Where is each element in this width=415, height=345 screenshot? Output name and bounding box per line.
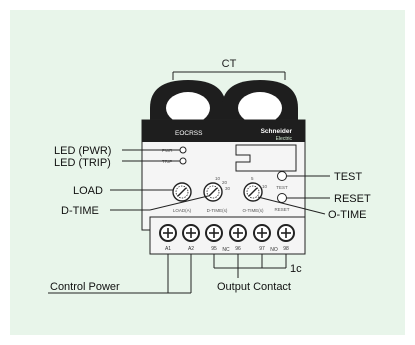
left-callout-lines <box>110 149 209 211</box>
display-window <box>235 144 297 172</box>
otime-dial-label: O-TIME(s) <box>243 208 264 213</box>
output-contact-label: Output Contact <box>217 281 291 293</box>
terminal-label-98: 98 <box>283 246 289 252</box>
reset-label: RESET <box>334 193 371 205</box>
device-header-bar <box>142 120 305 142</box>
ct-right-hole <box>238 92 282 124</box>
dtime-dial-label: D-TIME(s) <box>207 208 228 213</box>
load-label: LOAD <box>73 185 103 197</box>
reset-button[interactable] <box>277 193 287 203</box>
d-time-label: D-TIME <box>61 205 99 217</box>
otime-scale-5: 5 <box>251 176 254 181</box>
led-trip-label: LED (TRIP) <box>54 157 111 169</box>
dtime-scale-30: 30 <box>225 186 231 191</box>
terminal-label-95: 95 <box>211 246 217 252</box>
led-trip-indicator <box>179 157 187 165</box>
terminal-screw-97 <box>253 224 271 242</box>
terminal-tag-nc: NC <box>222 247 230 253</box>
led-pwr-indicator <box>179 146 187 154</box>
dtime-scale-10: 10 <box>215 176 221 181</box>
ct-bracket <box>172 71 286 80</box>
reset-small-label: RESET <box>274 207 289 212</box>
test-button[interactable] <box>277 171 287 181</box>
terminal-label-96: 96 <box>235 246 241 252</box>
control-power-label: Control Power <box>50 281 120 293</box>
load-dial-label: LOAD(A) <box>173 208 192 213</box>
ct-label: CT <box>222 58 237 70</box>
device-model-label: EOCRSS <box>175 130 203 137</box>
led-pwr-label: LED (PWR) <box>54 145 111 157</box>
terminal-label-a2: A2 <box>188 246 194 252</box>
test-label: TEST <box>334 171 362 183</box>
ct-left-hole <box>166 92 210 124</box>
ct-windows <box>150 80 298 124</box>
right-callout-lines <box>257 175 330 215</box>
terminal-screw-96 <box>229 224 247 242</box>
load-dial[interactable] <box>172 182 192 202</box>
terminal-tag-no: NO <box>270 247 278 253</box>
dtime-dial[interactable] <box>203 182 223 202</box>
terminal-screw-98 <box>277 224 295 242</box>
terminal-label-a1: A1 <box>165 246 171 252</box>
terminal-screws <box>159 224 295 242</box>
o-time-label: O-TIME <box>328 209 367 221</box>
terminal-screw-95 <box>205 224 223 242</box>
terminal-screw-a2 <box>182 224 200 242</box>
otime-dial[interactable] <box>243 182 263 202</box>
brand-logo-line2: Electric <box>276 136 293 142</box>
test-small-label: TEST <box>276 185 288 190</box>
otime-scale-10: 10 <box>262 184 268 189</box>
bottom-wiring <box>48 254 287 294</box>
terminal-label-97: 97 <box>259 246 265 252</box>
dtime-scale-20: 20 <box>222 180 228 185</box>
brand-logo-line1: Schneider <box>261 128 293 135</box>
one-c-label: 1c <box>290 263 302 275</box>
terminal-screw-a1 <box>159 224 177 242</box>
